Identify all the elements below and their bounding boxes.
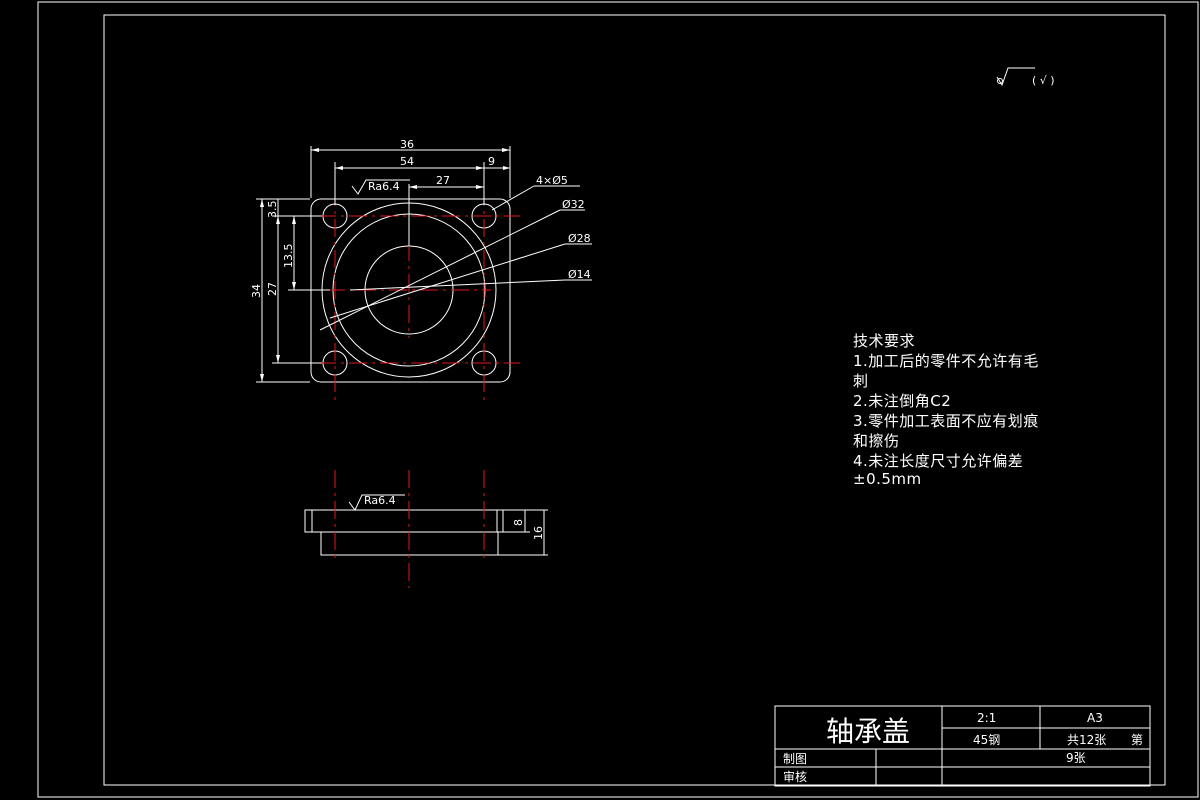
sheet-number: 9张 [1066,751,1086,765]
dim-text: 8 [512,519,525,526]
dim-v-total: 34 [250,198,310,383]
drawn-by-label: 制图 [783,752,807,766]
dim-text: 16 [532,526,545,540]
roughness-label: Ra6.4 [368,180,400,193]
paper-border [37,1,1199,798]
tech-line: 和擦伤 [853,432,900,450]
leader-text: 4×Ø5 [536,174,568,187]
side-view: Ra6.4 8 16 [304,470,548,588]
dim-v-edge: 3.5 [266,199,279,218]
dim-v-spacing: 27 [266,215,322,364]
dim-text: 27 [266,282,279,296]
tech-line: 2.未注倒角C2 [853,392,951,410]
tech-line: 4.未注长度尺寸允许偏差 [853,452,1023,470]
dim-text: 27 [436,174,450,187]
part-name: 轴承盖 [826,715,910,748]
dim-half-spacing: 27 Ra6.4 [351,174,484,246]
tech-title: 技术要求 [853,332,915,350]
tech-requirements: 技术要求 1.加工后的零件不允许有毛 刺 2.未注倒角C2 3.零件加工表面不应… [853,332,1039,488]
leader-text: Ø32 [562,198,585,211]
leader-dia-outer: Ø32 [319,198,585,331]
dim-text: 9 [488,155,495,168]
leader-text: Ø14 [568,268,591,281]
dim-text: 3.5 [266,201,279,219]
tech-line: 刺 [853,372,869,390]
drawing-frame [103,14,1166,786]
checked-by-label: 审核 [783,769,807,784]
tech-line: 1.加工后的零件不允许有毛 [853,352,1039,370]
sheet-label: 第 [1131,733,1143,747]
material: 45钢 [973,733,1000,747]
dim-v-half: 13.5 [282,216,330,291]
leader-hole: 4×Ø5 [491,174,580,211]
scale: 2:1 [977,711,996,725]
top-view: 36 54 9 27 Ra6.4 4×Ø5 [250,138,592,405]
dim-hole-spacing: 54 9 [334,155,510,205]
dim-flange-thickness: 8 [503,509,530,533]
paper-size: A3 [1087,711,1103,725]
sheets-total: 共12张 [1067,733,1106,747]
dim-text: 36 [400,138,414,151]
tech-line: 3.零件加工表面不应有划痕 [853,412,1039,430]
dim-width-total: 36 [310,138,511,198]
dim-text: 13.5 [282,244,295,269]
leader-dia-mid: Ø28 [329,232,592,319]
dim-text: 54 [400,155,414,168]
roughness-label: Ra6.4 [364,494,396,507]
roughness-symbol: ( √ ) [996,67,1055,87]
title-block: 轴承盖 2:1 A3 45钢 共12张 第 9张 制图 审核 [774,705,1151,787]
dim-total-height: 16 [498,509,548,556]
leader-dia-inner: Ø14 [349,268,592,291]
tech-line: ±0.5mm [853,470,922,488]
dim-text: 34 [250,284,263,298]
leader-text: Ø28 [568,232,591,245]
roughness-symbol-text: ( √ ) [1032,74,1055,87]
